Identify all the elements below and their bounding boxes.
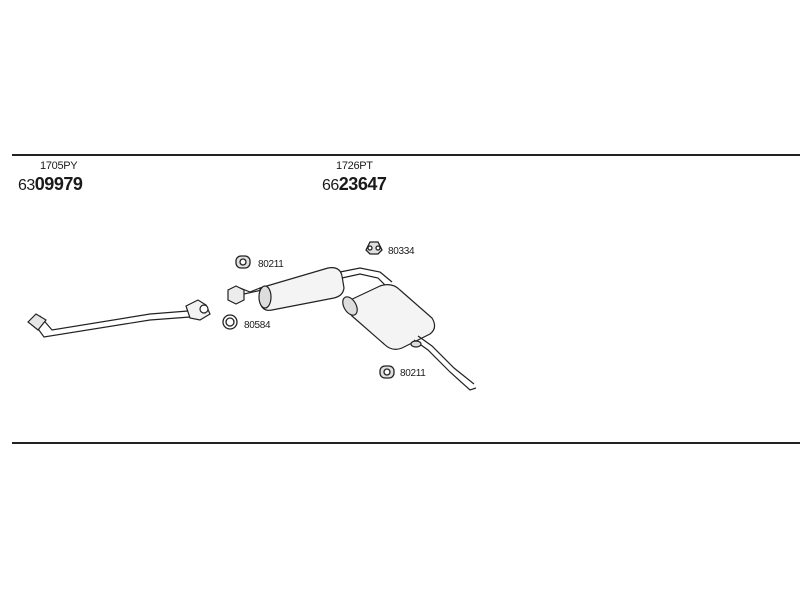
rear-muffler [342,284,477,391]
left-part-prefix: 63 [18,177,35,194]
clamp-bottom-label: 80211 [400,368,426,379]
ring-label: 80584 [244,320,271,331]
clamp-top-label: 80211 [258,259,284,270]
clamp-top-icon [235,255,251,269]
right-part-number: 6623647 [322,174,387,195]
clamp-bottom-icon [379,365,395,379]
front-pipe [27,299,211,338]
middle-muffler [227,267,393,311]
bottom-rule [12,442,800,444]
left-assembly-code: 1705PY [40,160,78,172]
left-part-number: 6309979 [18,174,83,195]
right-part-prefix: 66 [322,177,339,194]
left-part-main: 09979 [34,174,83,194]
top-rule [12,154,800,156]
hanger-right-label: 80334 [388,246,415,257]
right-part-main: 23647 [338,174,387,194]
ring-icon [222,314,238,330]
right-assembly-code: 1726PT [336,160,373,172]
hanger-icon [365,241,383,255]
